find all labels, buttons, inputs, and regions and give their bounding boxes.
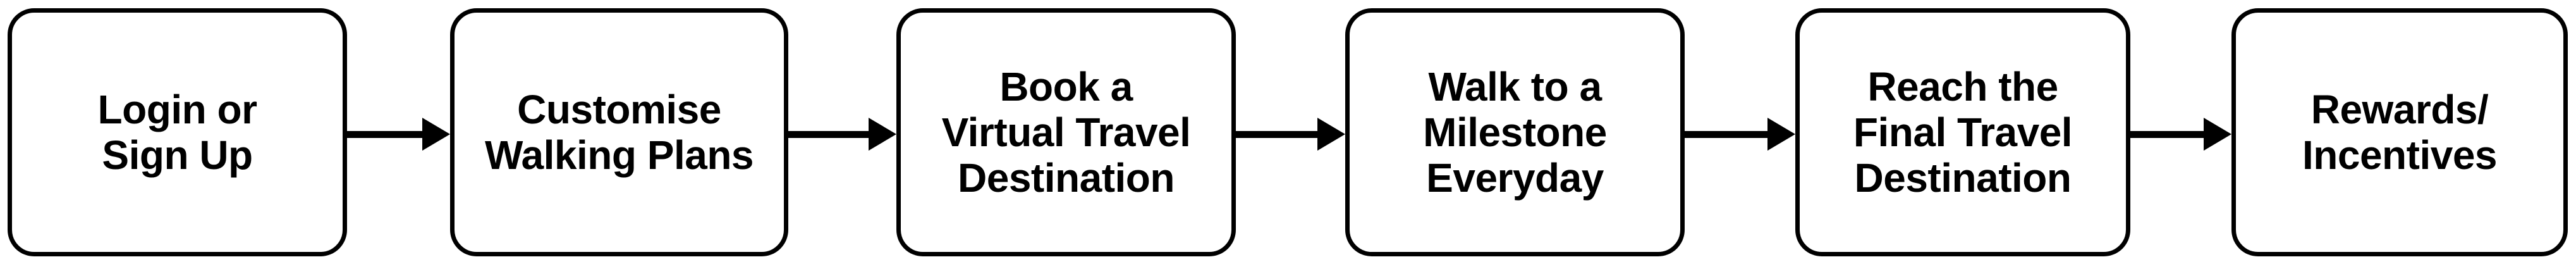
flow-node-label: Rewards/ Incentives <box>2302 87 2498 178</box>
flow-node-reach-the-final-travel-destination[interactable]: Reach the Final Travel Destination <box>1795 8 2130 256</box>
flow-node-label: Walk to a Milestone Everyday <box>1423 64 1607 201</box>
arrow-head-icon <box>869 118 896 151</box>
arrow-shaft <box>347 131 424 138</box>
arrow-head-icon <box>2204 118 2231 151</box>
arrow-head-icon <box>1767 118 1795 151</box>
arrow-head-icon <box>422 118 450 151</box>
flow-node-rewards-incentives[interactable]: Rewards/ Incentives <box>2231 8 2568 256</box>
arrow-shaft <box>1236 131 1319 138</box>
flow-node-book-a-virtual-travel-destination[interactable]: Book a Virtual Travel Destination <box>896 8 1236 256</box>
flow-node-walk-to-a-milestone-everyday[interactable]: Walk to a Milestone Everyday <box>1345 8 1685 256</box>
arrow-shaft <box>2130 131 2205 138</box>
arrow-head-icon <box>1317 118 1345 151</box>
flow-node-label: Login or Sign Up <box>97 87 257 178</box>
arrow-shaft <box>1685 131 1769 138</box>
flow-node-customise-walking-plans[interactable]: Customise Walking Plans <box>450 8 788 256</box>
arrow-shaft <box>788 131 870 138</box>
flow-node-label: Reach the Final Travel Destination <box>1853 64 2073 201</box>
flow-node-login-or-sign-up[interactable]: Login or Sign Up <box>8 8 347 256</box>
flow-node-label: Book a Virtual Travel Destination <box>941 64 1191 201</box>
flow-node-label: Customise Walking Plans <box>485 87 754 178</box>
